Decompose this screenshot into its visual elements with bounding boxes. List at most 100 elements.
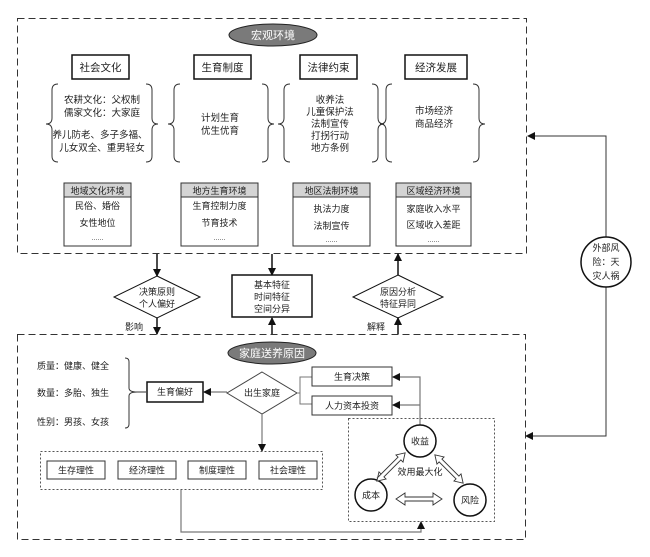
svg-text:生存理性: 生存理性 xyxy=(58,465,94,477)
category-header-birth-system: 生育制度 xyxy=(193,54,252,80)
svg-text:优生优育: 优生优育 xyxy=(201,125,239,137)
svg-text:地区法制环境: 地区法制环境 xyxy=(304,185,358,197)
svg-text:数量：多胎、独生: 数量：多胎、独生 xyxy=(37,387,109,399)
svg-text:家庭收入水平: 家庭收入水平 xyxy=(406,203,460,215)
rationality-survival: 生存理性 xyxy=(46,460,106,480)
double-arrow-cost-benefit xyxy=(376,452,406,482)
macro-environment-container xyxy=(17,18,527,254)
svg-text:节育技术: 节育技术 xyxy=(201,217,237,229)
brace-left-2 xyxy=(167,83,181,163)
family-causes-container xyxy=(17,334,526,540)
svg-text:收益: 收益 xyxy=(411,436,429,448)
preference-brace xyxy=(124,357,138,429)
svg-text:空间分异: 空间分异 xyxy=(254,303,290,315)
svg-text:养儿防老、多子多福、: 养儿防老、多子多福、 xyxy=(52,129,147,141)
features-box: 基本特征 时间特征 空间分异 xyxy=(231,274,313,318)
family-title: 家庭送养原因 xyxy=(239,346,305,360)
brace-right-2 xyxy=(261,83,275,163)
svg-text:商品经济: 商品经济 xyxy=(415,118,454,130)
svg-text:法制宣传: 法制宣传 xyxy=(313,220,349,232)
arrow-benefit-to-birth-decision xyxy=(392,373,421,428)
env-table-regional-culture: 地域文化环境 民俗、婚俗 女性地位 …… xyxy=(63,182,132,247)
double-arrow-cost-risk xyxy=(395,492,443,506)
brace-left-4 xyxy=(379,83,393,163)
family-title-pill: 家庭送养原因 xyxy=(227,341,317,365)
legal-constraint-content: 收养法 儿童保护法 法制宣传 打拐行动 地方条例 xyxy=(306,94,354,154)
external-risk-line-bottom xyxy=(525,287,607,440)
env-table-local-birth: 地方生育环境 生育控制力度 节育技术 …… xyxy=(180,182,259,247)
svg-text:法律约束: 法律约束 xyxy=(308,61,350,74)
utility-node-benefit: 收益 xyxy=(403,424,437,458)
economic-development-content: 市场经济 商品经济 xyxy=(415,105,454,130)
svg-text:……: …… xyxy=(214,235,226,242)
svg-text:基本特征: 基本特征 xyxy=(254,279,290,291)
svg-text:风险: 风险 xyxy=(461,495,479,507)
explain-label: 解释 xyxy=(367,321,385,333)
utility-center-label: 效用最大化 xyxy=(397,466,442,478)
svg-text:……: …… xyxy=(92,235,104,242)
utility-node-risk: 风险 xyxy=(453,483,487,517)
decision-box-birth: 生育决策 xyxy=(311,366,393,387)
svg-text:险：天: 险：天 xyxy=(592,256,619,268)
env-table-regional-economy: 区域经济环境 家庭收入水平 区域收入差距 …… xyxy=(395,182,472,247)
preference-box: 生育偏好 xyxy=(146,381,204,403)
svg-text:特征异同: 特征异同 xyxy=(380,298,416,310)
svg-text:社会文化: 社会文化 xyxy=(80,61,122,74)
category-header-economic-development: 经济发展 xyxy=(404,54,468,80)
svg-text:收养法: 收养法 xyxy=(316,94,345,106)
svg-text:计划生育: 计划生育 xyxy=(201,112,239,124)
svg-text:民俗、婚俗: 民俗、婚俗 xyxy=(75,200,120,212)
utility-container xyxy=(348,418,495,522)
arrow-rationalities-to-utility xyxy=(180,490,425,533)
curly-braces xyxy=(45,83,486,163)
influence-label: 影响 xyxy=(125,321,143,333)
utility-node-cost: 成本 xyxy=(354,478,388,512)
svg-text:儿童保护法: 儿童保护法 xyxy=(306,106,354,118)
macro-title-pill: 宏观环境 xyxy=(228,23,318,47)
svg-text:个人偏好: 个人偏好 xyxy=(139,298,175,310)
external-risk-circle: 外部风 险：天 灾人祸 xyxy=(580,236,632,288)
svg-text:农耕文化：父权制: 农耕文化：父权制 xyxy=(64,94,140,106)
svg-text:决策原则: 决策原则 xyxy=(139,286,175,298)
rationality-economic: 经济理性 xyxy=(117,460,177,480)
svg-text:区域收入差距: 区域收入差距 xyxy=(406,219,460,231)
category-header-legal-constraint: 法律约束 xyxy=(299,54,358,80)
svg-text:生育控制力度: 生育控制力度 xyxy=(192,200,246,212)
decision-box-human-capital: 人力资本投资 xyxy=(311,395,393,416)
svg-text:成本: 成本 xyxy=(362,490,380,502)
decision-diamond: 决策原则 个人偏好 xyxy=(112,275,202,319)
social-culture-content: 农耕文化：父权制 儒家文化：大家庭 养儿防老、多子多福、 儿女双全、重男轻女 xyxy=(52,94,147,154)
rationalities-container xyxy=(40,451,323,490)
external-risk-line-top xyxy=(527,132,607,237)
macro-title: 宏观环境 xyxy=(251,28,295,42)
svg-text:人力资本投资: 人力资本投资 xyxy=(325,400,379,412)
svg-text:经济理性: 经济理性 xyxy=(129,465,165,477)
svg-text:区域经济环境: 区域经济环境 xyxy=(406,185,460,197)
birth-family-diamond: 出生家庭 xyxy=(226,371,298,415)
analysis-diamond: 原因分析 特征异同 xyxy=(351,274,445,319)
svg-text:女性地位: 女性地位 xyxy=(79,217,115,229)
svg-text:外部风: 外部风 xyxy=(592,242,619,254)
brace-left-1 xyxy=(45,83,59,163)
brace-left-3 xyxy=(277,83,291,163)
brace-right-1 xyxy=(145,83,159,163)
svg-text:生育偏好: 生育偏好 xyxy=(157,386,193,398)
svg-text:生育决策: 生育决策 xyxy=(334,371,370,383)
svg-text:……: …… xyxy=(428,237,440,244)
svg-text:打拐行动: 打拐行动 xyxy=(311,130,349,142)
svg-text:执法力度: 执法力度 xyxy=(313,203,349,215)
svg-text:质量：健康、健全: 质量：健康、健全 xyxy=(37,360,109,372)
svg-text:生育制度: 生育制度 xyxy=(202,61,244,74)
preference-list: 质量：健康、健全 数量：多胎、独生 性别：男孩、女孩 xyxy=(37,360,109,428)
svg-text:市场经济: 市场经济 xyxy=(415,105,454,117)
env-table-regional-legal: 地区法制环境 执法力度 法制宣传 …… xyxy=(292,182,371,247)
svg-text:地方条例: 地方条例 xyxy=(311,142,349,154)
brace-right-3 xyxy=(371,83,385,163)
svg-text:时间特征: 时间特征 xyxy=(254,291,290,303)
svg-text:出生家庭: 出生家庭 xyxy=(244,387,280,399)
category-header-social-culture: 社会文化 xyxy=(71,54,130,80)
svg-text:制度理性: 制度理性 xyxy=(199,465,235,477)
svg-text:法制宣传: 法制宣传 xyxy=(311,118,350,130)
rationality-institutional: 制度理性 xyxy=(187,460,247,480)
svg-text:灾人祸: 灾人祸 xyxy=(592,270,619,282)
